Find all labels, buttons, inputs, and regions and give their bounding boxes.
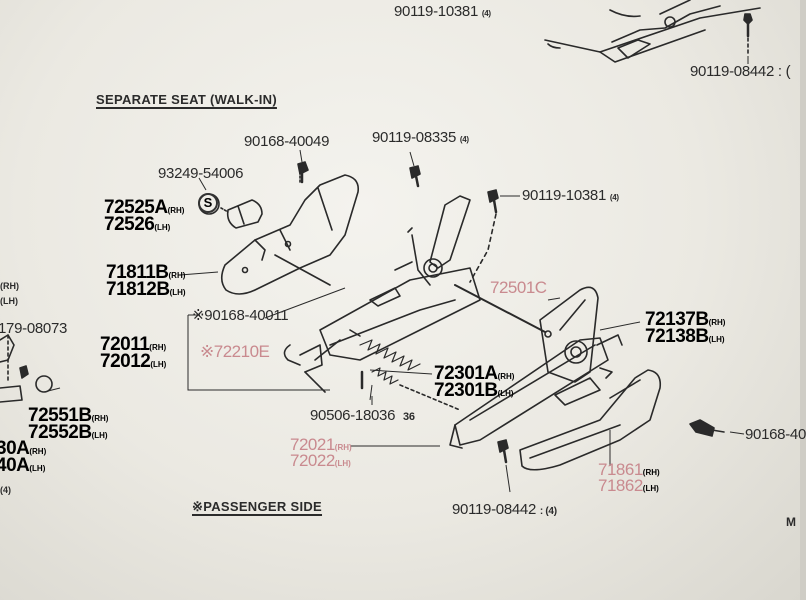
label-top-90119-10381: 90119-10381 (4)	[394, 4, 491, 19]
top-rail-fragment	[544, 0, 761, 63]
quantity: (4)	[481, 9, 491, 18]
spring-upper	[359, 339, 421, 371]
side-rh: (RH)	[29, 447, 47, 456]
side-lh: (LH)	[497, 389, 514, 399]
side-rh: (RH)	[708, 318, 726, 327]
leader-lines	[43, 56, 749, 493]
spring-lower	[371, 367, 399, 385]
side-rh: (RH)	[334, 443, 352, 452]
label-72525a-72526: 72525A(RH) 72526(LH)	[104, 197, 185, 236]
label-71811b-71812b: 71811B(RH) 71812B(LH)	[106, 262, 186, 301]
label-left-30a-40a: 30A(RH) 40A(LH)	[0, 438, 47, 477]
side-lh: (LH)	[642, 484, 659, 494]
left-rh-marker: (RH)	[0, 281, 19, 291]
part-number: 72301A	[434, 363, 498, 384]
side-rh: (RH)	[91, 414, 109, 423]
hinge-cap	[226, 199, 263, 229]
label-72021-72022: 72021(RH) 72022(LH)	[290, 435, 352, 471]
part-number: 90119-10381	[394, 3, 479, 20]
label-72501c: 72501C	[490, 278, 547, 297]
cross-rod-end	[544, 330, 552, 338]
label-90119-08335: 90119-08335 (4)	[372, 130, 469, 145]
seat-track-frame	[274, 254, 481, 393]
part-number: 72526	[104, 214, 155, 236]
side-rh: (RH)	[149, 343, 167, 352]
part-number: 72011	[100, 334, 150, 355]
cross-rod	[454, 284, 546, 333]
part-number: 71861	[598, 460, 643, 479]
part-number: 71812B	[106, 279, 170, 301]
part-number: 90168-40011	[204, 307, 289, 324]
recliner-hinge-left	[407, 195, 471, 286]
side-lh: (LH)	[334, 459, 351, 469]
part-number: 71862	[598, 476, 643, 496]
side-rh: (RH)	[168, 271, 186, 280]
quantity: (4)	[459, 135, 469, 144]
part-number: 71811B	[106, 262, 169, 283]
side-rh: (RH)	[497, 372, 515, 381]
label-90168-40: 90168-40	[745, 426, 806, 443]
quantity: (4)	[609, 193, 619, 202]
quantity: : (4)	[539, 506, 557, 517]
side-shield-right	[519, 369, 662, 471]
part-number: 40A	[0, 455, 30, 477]
label-72011-72012: 72011(RH) 72012(LH)	[100, 334, 167, 373]
quantity: : (	[777, 63, 791, 80]
part-number: 72137B	[645, 309, 709, 330]
side-lh: (LH)	[708, 335, 725, 345]
label-90168-40049: 90168-40049	[244, 133, 330, 150]
label-right-m: M	[786, 515, 796, 529]
part-number: 72012	[100, 351, 151, 373]
footer-note: ※PASSENGER SIDE	[192, 499, 323, 514]
left-lh-marker: (LH)	[0, 296, 18, 306]
part-number: 30A	[0, 438, 30, 459]
right-rail-assembly	[449, 286, 623, 449]
label-90168-40011: ※90168-40011	[192, 307, 289, 324]
part-number: 72552B	[28, 422, 92, 444]
bolt-90119-08335	[409, 165, 421, 188]
label-71861-71862: 71861(RH) 71862(LH)	[598, 460, 660, 496]
label-90119-08442: 90119-08442 : (4)	[452, 502, 557, 517]
label-72301a-72301b: 72301A(RH) 72301B(LH)	[434, 363, 515, 402]
label-left-72551b-72552b: 72551B(RH) 72552B(LH)	[28, 405, 109, 444]
side-lh: (LH)	[91, 431, 108, 441]
part-number: 72525A	[104, 197, 168, 218]
part-number: 72021	[290, 435, 335, 454]
label-72137b-72138b: 72137B(RH) 72138B(LH)	[645, 309, 726, 348]
part-number: 72138B	[645, 326, 709, 348]
s-marker: S	[198, 193, 218, 213]
section-title: SEPARATE SEAT (WALK-IN)	[96, 92, 277, 107]
label-72210e: ※72210E	[200, 342, 270, 361]
label-90506-18036: 90506-18036 36	[310, 408, 415, 423]
side-lh: (LH)	[154, 223, 171, 233]
label-93249-54006: 93249-54006	[158, 165, 244, 182]
side-rh: (RH)	[167, 206, 185, 215]
part-number: 90119-10381	[522, 187, 607, 204]
side-lh: (LH)	[169, 288, 186, 298]
part-number: 90119-08442	[690, 63, 775, 80]
part-number: 90506-18036	[310, 407, 396, 424]
part-number: 72210E	[213, 342, 270, 361]
bolt-90119-10381	[469, 189, 499, 283]
label-top-90119-08442: 90119-08442 : (	[690, 63, 791, 80]
side-rh: (RH)	[642, 468, 660, 477]
quantity: 36	[403, 411, 415, 423]
part-number: 90119-08442	[452, 501, 537, 518]
side-shield-left	[220, 171, 360, 295]
side-lh: (LH)	[29, 464, 46, 474]
part-number: 72301B	[434, 380, 498, 402]
label-left-179-08073: 179-08073	[0, 320, 68, 337]
bolt-90168-40049	[297, 161, 309, 184]
left-qty-marker: (4)	[0, 485, 11, 495]
bolt-right-edge	[689, 419, 725, 437]
part-number: 72022	[290, 451, 335, 471]
label-90119-10381: 90119-10381 (4)	[522, 188, 619, 203]
part-number: 90119-08335	[372, 129, 457, 146]
bolt-bottom-center	[497, 439, 509, 464]
bolt-top-right	[743, 13, 753, 57]
side-lh: (LH)	[150, 360, 167, 370]
part-number: 72551B	[28, 405, 92, 426]
